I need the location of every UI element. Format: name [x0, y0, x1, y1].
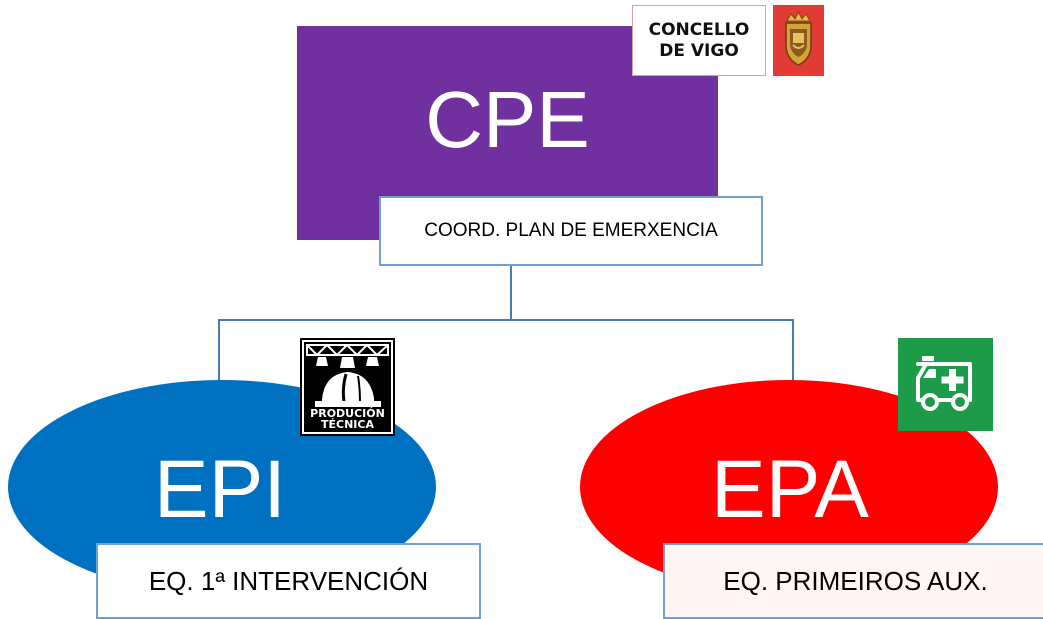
- ambulance-icon: [898, 338, 993, 431]
- cpe-label: COORD. PLAN DE EMERXENCIA: [379, 196, 763, 266]
- epi-title: EPI: [153, 444, 287, 535]
- epi-label: EQ. 1ª INTERVENCIÓN: [96, 543, 481, 619]
- epa-title: EPA: [711, 444, 869, 535]
- connector-right-drop: [792, 319, 794, 381]
- coat-of-arms-icon: [773, 5, 824, 76]
- prod-icon-text-2: TÉCNICA: [321, 418, 374, 431]
- connector-left-drop: [218, 319, 220, 381]
- connector-vertical-main: [510, 266, 512, 320]
- concello-logo: CONCELLO DE VIGO: [632, 5, 766, 76]
- cpe-title: CPE: [425, 75, 590, 164]
- hard-hat-icon: PRODUCIÓN TÉCNICA: [300, 338, 395, 436]
- logo-line-1: CONCELLO: [648, 19, 750, 40]
- prod-icon-text-1: PRODUCIÓN: [310, 407, 385, 420]
- connector-horizontal: [218, 319, 794, 321]
- logo-line-2: DE VIGO: [659, 40, 739, 61]
- epa-label: EQ. PRIMEIROS AUX.: [663, 543, 1043, 619]
